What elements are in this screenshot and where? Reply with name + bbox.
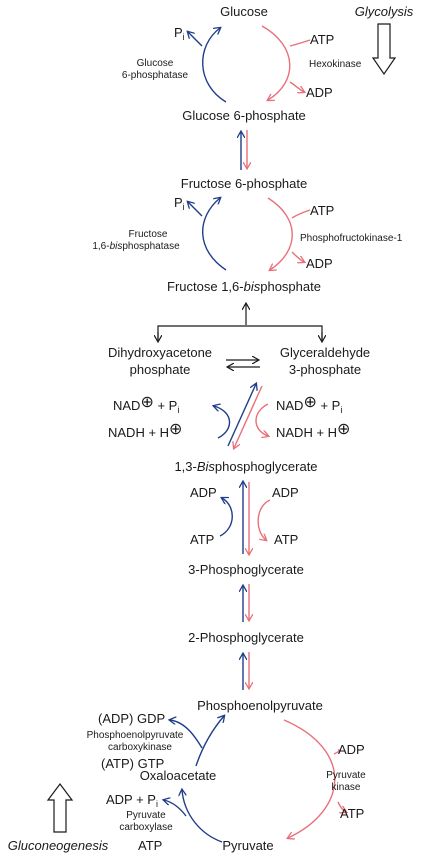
pc-adp-pi: ADP + Pi [106,792,158,809]
g6pase-pi: Pi [174,25,185,42]
pc-adp-branch [164,800,187,817]
pyk-adp: ADP [338,742,365,757]
pgk-reverse-atp: ATP [190,532,214,547]
pyruvate-carboxylase-arrow [182,790,223,843]
pc-enzyme-line1: Pyruvate [126,810,166,821]
glucose-label: Glucose [220,4,268,19]
pgk-adp: ADP [272,485,299,500]
hexokinase-atp: ATP [310,32,334,47]
pepck-arrow [195,716,224,767]
aldolase-bracket [157,325,323,340]
pepck-gtp: (ATP) GTP [101,756,164,771]
gapdh-forward-nad: NAD⊕ + Pi [276,394,342,415]
pfk1-enzyme: Phosphofructokinase-1 [300,233,403,244]
pgk-reverse-branch [219,498,233,537]
pgk-reverse-adp: ADP [190,485,217,500]
bisphosphoglycerate-label: 1,3-Bisphosphoglycerate [174,459,317,474]
gluconeogenesis-direction-arrow [46,783,74,833]
dhap-label-line2: phosphate [130,362,191,377]
pepck-enzyme-line2: carboxykinase [108,742,172,753]
hexokinase-adp: ADP [306,85,333,100]
pgk-adp-atp-branch [257,499,271,540]
pfk1-atp: ATP [310,203,334,218]
fructose-1-6-bisphosphate-label: Fructose 1,6-bisphosphate [167,279,321,294]
pyk-atp: ATP [340,806,364,821]
fbpase-enzyme-line1: Fructose [129,229,168,240]
pyk-enzyme-line1: Pyruvate [326,770,366,781]
gapdh-reverse-nad: NAD⊕ + Pi [113,394,179,415]
2-phosphoglycerate-label: 2-Phosphoglycerate [188,630,304,645]
g6pase-pi-branch [188,32,203,47]
hexokinase-adp-branch [289,81,304,92]
pfk1-arrow [267,197,293,270]
pyk-adp-branch [333,749,341,755]
pfk1-adp-branch [291,251,304,262]
gluconeogenesis-label: Gluconeogenesis [8,838,109,853]
g6pase-enzyme-line2: 6-phosphatase [122,70,189,81]
glycolysis-label: Glycolysis [355,4,414,19]
gapdh-nad-branch [255,403,268,436]
fbpase-pi-branch [188,202,203,217]
pyruvate-kinase-arrow [283,719,336,838]
pepck-enzyme-line1: Phosphoenolpyruvate [87,730,184,741]
gapdh-reverse-nadh: NADH + H⊕ [108,421,182,440]
pc-atp: ATP [138,838,162,853]
pc-enzyme-line2: carboxylase [119,822,173,833]
phosphoenolpyruvate-label: Phosphoenolpyruvate [197,698,323,713]
glucose-6-phosphatase-arrow [202,28,227,103]
glycolysis-direction-arrow [371,23,397,76]
pfk1-adp: ADP [306,256,333,271]
oxaloacetate-label: Oxaloacetate [140,768,217,783]
fructose-6-phosphate-label: Fructose 6-phosphate [181,176,307,191]
gapdh-reverse-arrow [227,384,256,447]
pyruvate-label: Pyruvate [222,838,273,853]
3-phosphoglycerate-label: 3-Phosphoglycerate [188,562,304,577]
pyk-enzyme-line2: kinase [332,782,361,793]
dhap-label-line1: Dihydroxyacetone [108,345,212,360]
fbpase-pi: Pi [174,195,185,212]
pyk-atp-branch [337,801,346,812]
pepck-gdp: (ADP) GDP [98,711,165,726]
fbpase-arrow [202,198,227,271]
glucose-6-phosphate-label: Glucose 6-phosphate [182,108,306,123]
gap-label-line2: 3-phosphate [289,362,361,377]
g6pase-enzyme-line1: Glucose [137,58,174,69]
gapdh-forward-nadh: NADH + H⊕ [276,421,350,440]
fbpase-enzyme-line2: 1,6-bisphosphatase [92,241,180,252]
hexokinase-enzyme: Hexokinase [309,59,362,70]
pgk-atp: ATP [274,532,298,547]
hexokinase-atp-branch [289,39,311,47]
pepck-gdp-branch [170,720,203,749]
hexokinase-arrow [261,25,291,100]
pfk1-atp-branch [291,209,311,219]
gap-label-line1: Glyceraldehyde [280,345,370,360]
gapdh-reverse-nadh-branch [214,406,231,439]
gapdh-forward-arrow [234,385,263,448]
